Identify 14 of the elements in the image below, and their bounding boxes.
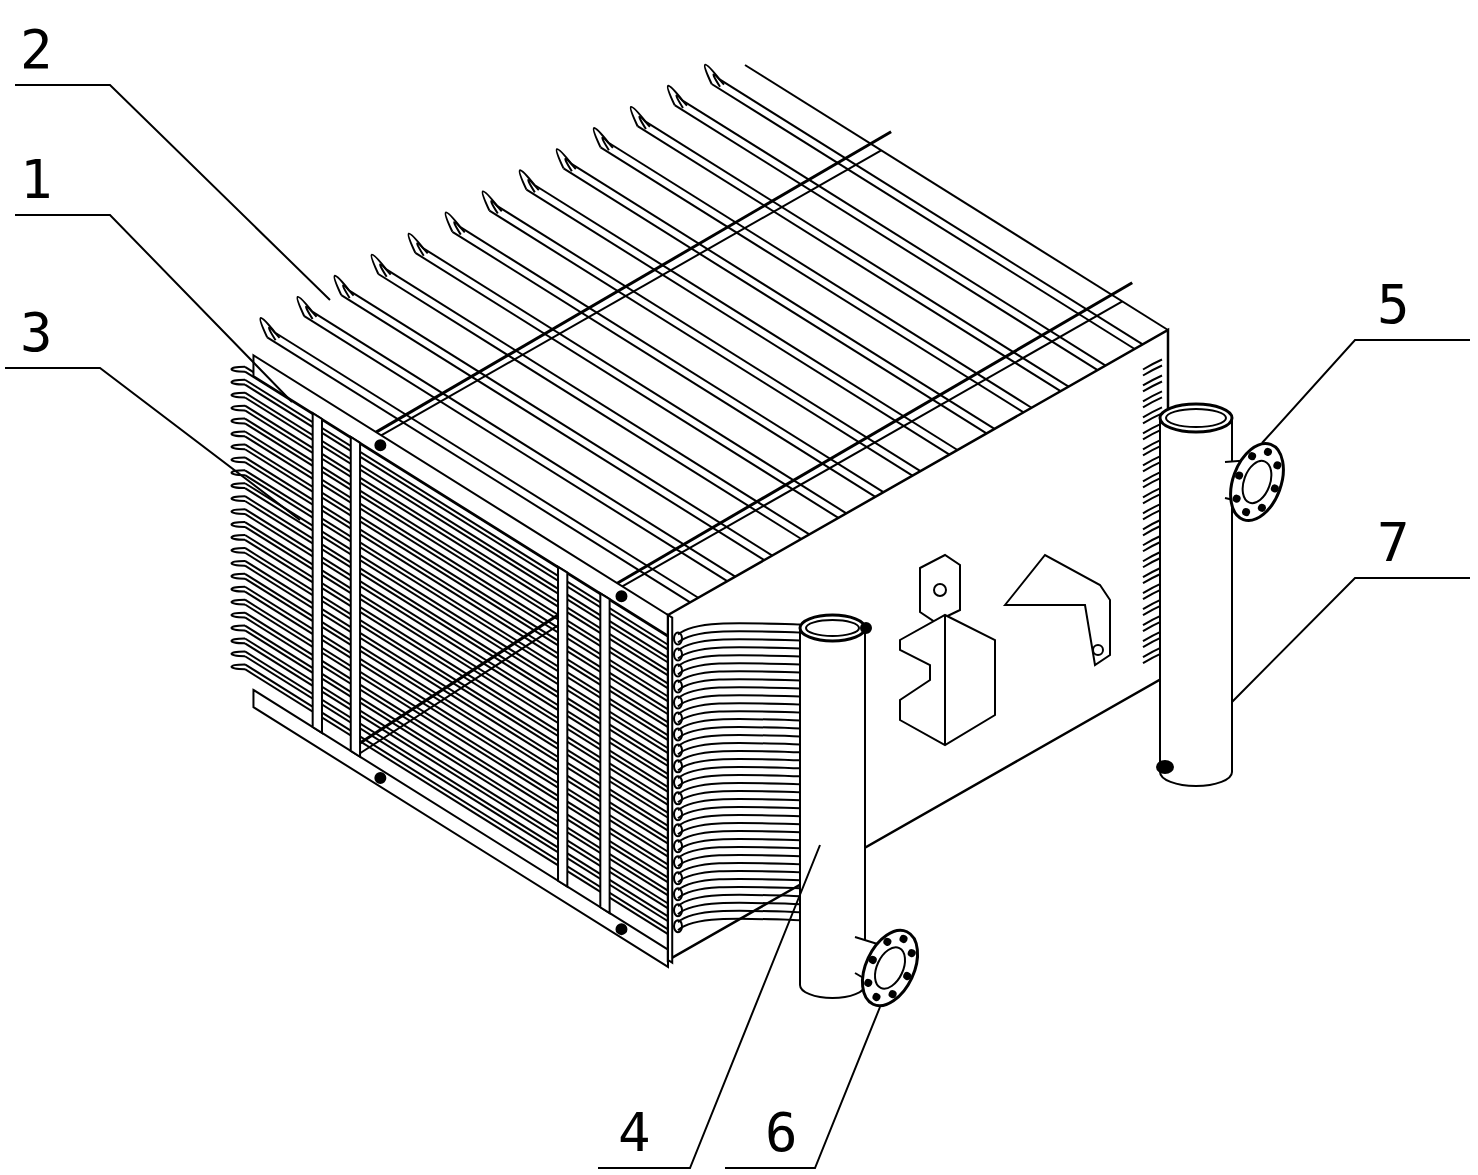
leader-line	[4, 367, 301, 521]
callout-number: 4	[598, 1085, 690, 1168]
leader-line	[1231, 577, 1471, 703]
leader-line	[14, 214, 293, 403]
callout-number: 6	[725, 1085, 815, 1168]
callout-number: 2	[15, 5, 110, 85]
leader-line	[724, 1006, 881, 1169]
leader-line	[14, 84, 331, 301]
leader-line	[1261, 339, 1471, 444]
callout-number: 5	[1355, 240, 1470, 340]
leader-line	[597, 844, 821, 1169]
callout-number: 1	[15, 135, 110, 215]
callout-number: 3	[5, 288, 100, 368]
callout-number: 7	[1355, 478, 1470, 578]
